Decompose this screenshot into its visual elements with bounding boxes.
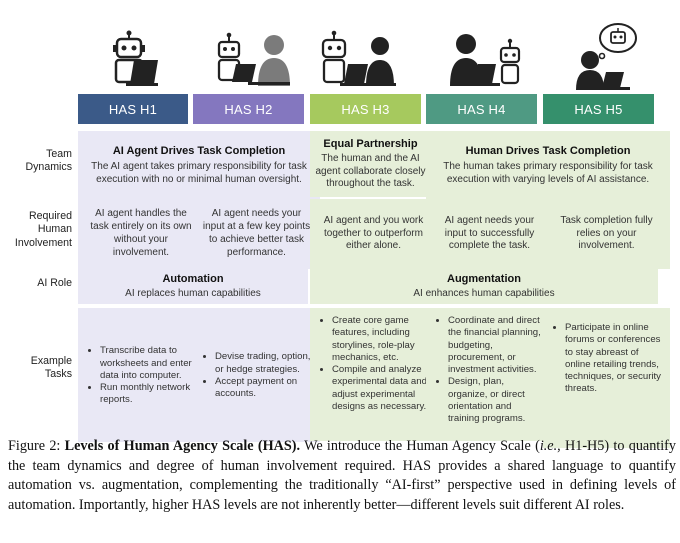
level-header-h3: HAS H3 (310, 94, 421, 124)
team-dynamics-equal-partnership-text: The human and the AI agent collaborate c… (315, 152, 426, 190)
involvement-h1: AI agent handles the task entirely on it… (78, 199, 204, 269)
team-dynamics-ai-drives-title: AI Agent Drives Task Completion (112, 144, 286, 157)
team-dynamics-human-drives-text: The human takes primary responsibility f… (443, 160, 653, 185)
level-header-h1: HAS H1 (78, 94, 188, 124)
example-task-item: Accept payment on accounts. (215, 376, 312, 401)
ai-role-automation-title: Automation (162, 272, 224, 285)
example-task-item: Compile and analyze experimental data an… (332, 364, 429, 413)
ai-role-augmentation-title: Augmentation (447, 272, 521, 285)
row-label-team-dynamics: Team Dynamics (25, 147, 72, 173)
caption-text-1: We introduce the Human Agency Scale ( (300, 438, 540, 454)
example-task-item: Participate in online forums or conferen… (565, 322, 662, 396)
involvement-h2: AI agent needs your input at a few key p… (193, 199, 320, 269)
caption-text-2: , H1-H5) to quantify the team dynamics a… (8, 438, 676, 513)
robot-with-laptop-icon (96, 30, 162, 92)
team-dynamics-human-drives: Human Drives Task Completion The human t… (426, 131, 670, 199)
example-task-item: Coordinate and direct the financial plan… (448, 315, 545, 376)
team-dynamics-equal-partnership: Equal Partnership The human and the AI a… (310, 131, 431, 197)
level-header-h4: HAS H4 (426, 94, 537, 124)
team-dynamics-ai-drives: AI Agent Drives Task Completion The AI a… (78, 131, 320, 199)
row-label-required-human-involvement: Required Human Involvement (14, 210, 72, 249)
level-header-h2: HAS H2 (193, 94, 304, 124)
person-thinking-of-robot-icon (572, 22, 644, 92)
example-task-item: Transcribe data to worksheets and enter … (100, 345, 196, 382)
team-dynamics-human-drives-title: Human Drives Task Completion (465, 144, 631, 157)
involvement-h5: Task completion fully relies on your inv… (543, 199, 670, 269)
example-tasks-h5: Participate in online forums or conferen… (543, 308, 670, 448)
ai-role-augmentation: Augmentation AI enhances human capabilit… (310, 268, 658, 304)
row-label-ai-role: AI Role (37, 277, 72, 290)
example-task-item: Devise trading, option, or hedge strateg… (215, 351, 312, 376)
involvement-h3: AI agent and you work together to outper… (310, 199, 437, 269)
team-dynamics-equal-partnership-title: Equal Partnership (323, 137, 418, 150)
example-task-item: Create core game features, including sto… (332, 315, 429, 364)
example-task-item: Run monthly network reports. (100, 382, 196, 407)
figure-caption: Figure 2: Levels of Human Agency Scale (… (8, 437, 676, 515)
level-header-h5: HAS H5 (543, 94, 654, 124)
ai-role-automation: Automation AI replaces human capabilitie… (78, 268, 308, 304)
person-and-robot-icon (212, 30, 292, 92)
involvement-h4: AI agent needs your input to successfull… (426, 199, 553, 269)
example-tasks-h1: Transcribe data to worksheets and enter … (78, 308, 204, 442)
caption-label: Figure 2: (8, 438, 65, 454)
ai-role-automation-text: AI replaces human capabilities (125, 287, 261, 299)
row-label-example-tasks: Example Tasks (30, 354, 72, 380)
example-tasks-h2: Devise trading, option, or hedge strateg… (193, 308, 320, 442)
caption-bold-title: Levels of Human Agency Scale (HAS). (64, 438, 301, 454)
example-tasks-h4: Coordinate and direct the financial plan… (426, 308, 553, 441)
person-with-robot-icon (444, 30, 524, 92)
team-dynamics-ai-drives-text: The AI agent takes primary responsibilit… (91, 160, 307, 185)
caption-ie: i.e. (539, 438, 558, 454)
ai-role-augmentation-text: AI enhances human capabilities (413, 287, 555, 299)
example-task-item: Design, plan, organize, or direct orient… (448, 376, 545, 425)
robot-and-person-collaborating-icon (318, 30, 398, 92)
example-tasks-h3: Create core game features, including sto… (310, 308, 437, 441)
